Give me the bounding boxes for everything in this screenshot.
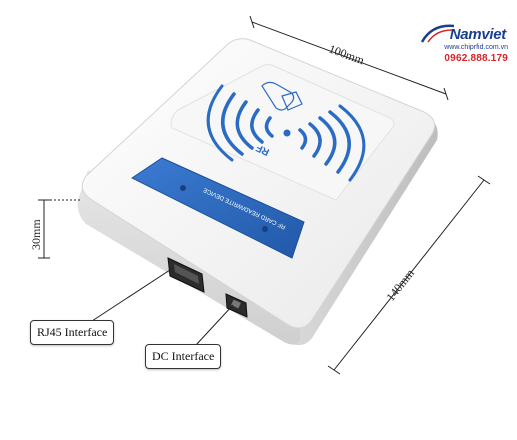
logo-brand-name: Namviet	[449, 26, 507, 43]
height-label: 30mm	[29, 219, 43, 250]
width-label: 100mm	[327, 42, 367, 68]
device-blue-panel	[131, 157, 305, 259]
device-top-inset	[170, 64, 395, 201]
led-indicator-left	[180, 185, 186, 191]
rj45-interface-callout: RJ45 Interface	[30, 320, 115, 345]
rf-center-dot	[283, 129, 291, 137]
logo-swoosh-icon	[420, 24, 455, 43]
logo-url: www.chiprfid.com.vn	[444, 44, 508, 51]
length-dimension	[327, 175, 491, 375]
height-dimension	[38, 199, 80, 259]
dc-leader-line	[195, 304, 234, 346]
brand-logo: Namviet www.chiprfid.com.vn 0962.888.179	[418, 22, 510, 66]
rf-waves-icon	[206, 84, 366, 182]
hand-card-icon	[261, 81, 303, 111]
led-indicator-right	[262, 226, 268, 232]
logo-phone: 0962.888.179	[444, 53, 508, 64]
dc-port	[225, 293, 248, 318]
length-label: 140mm	[383, 266, 417, 304]
width-dimension	[249, 15, 449, 101]
rj45-leader-line	[91, 267, 174, 322]
rf-label: RF	[255, 142, 272, 158]
dc-interface-callout: DC Interface	[145, 344, 222, 369]
